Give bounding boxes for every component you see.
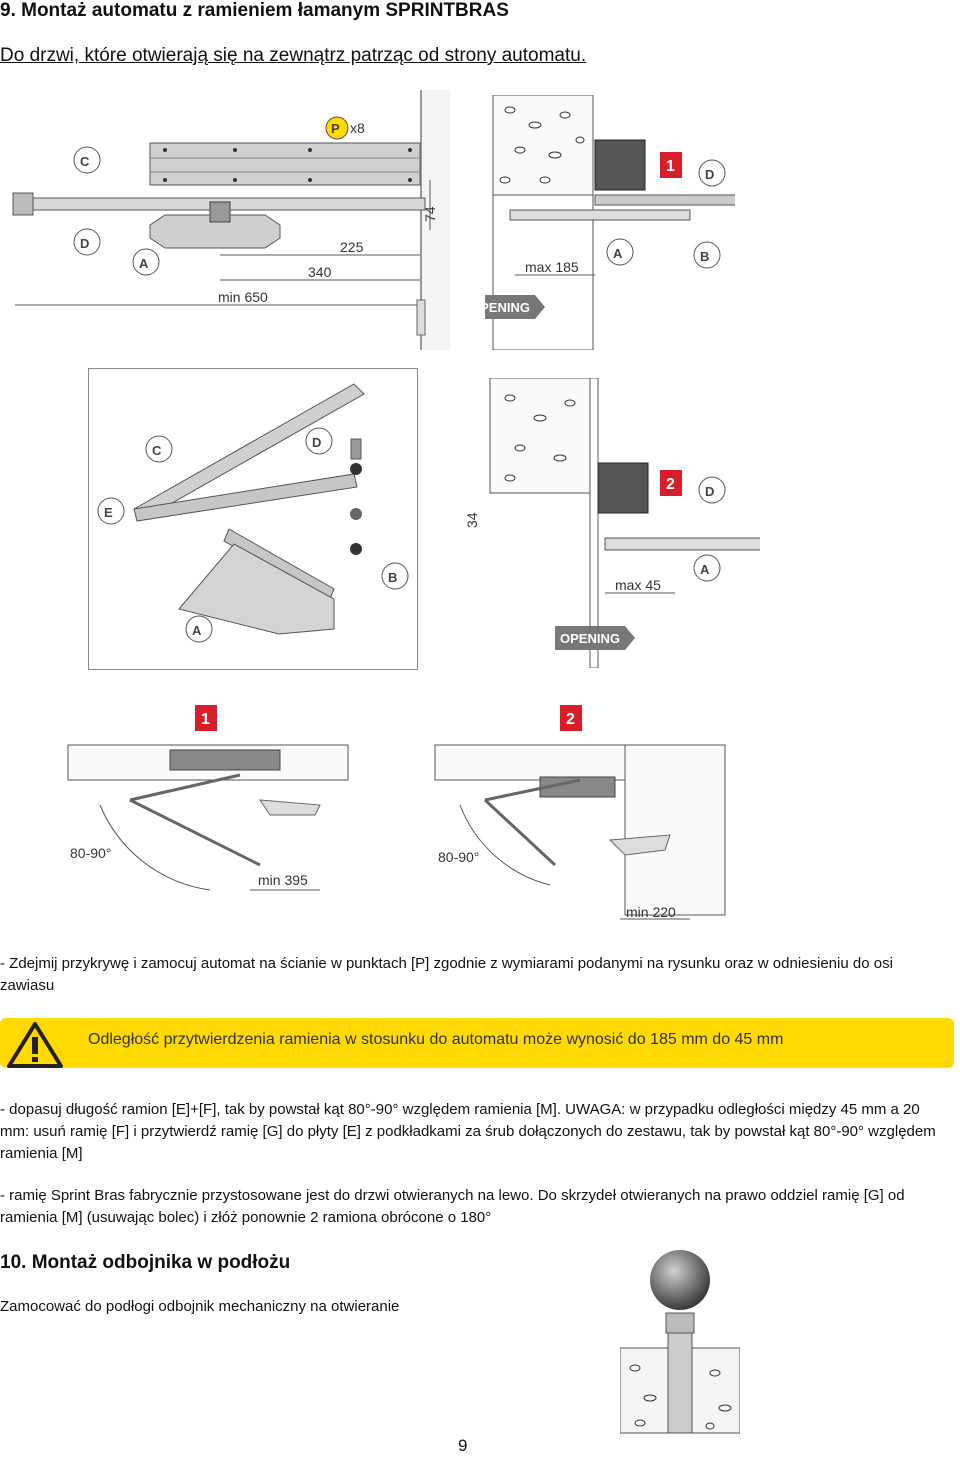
label-a: A xyxy=(139,256,149,271)
label-c: C xyxy=(80,154,90,169)
dim-225: 225 xyxy=(340,239,364,255)
label-c: C xyxy=(152,443,162,458)
dim-max185: max 185 xyxy=(525,259,579,275)
label-d: D xyxy=(312,435,321,450)
section-9-subtitle: Do drzwi, które otwierają się na zewnątr… xyxy=(0,45,587,66)
figure-door-stop xyxy=(620,1250,740,1434)
dim-min220: min 220 xyxy=(626,904,676,920)
warning-text: Odległość przytwierdzenia ramienia w sto… xyxy=(88,1031,784,1048)
instruction-paragraph-1: - Zdejmij przykrywę i zamocuj automat na… xyxy=(0,955,893,994)
label-b: B xyxy=(388,570,397,585)
label-a: A xyxy=(700,562,710,577)
badge-2: 2 xyxy=(666,476,675,493)
instruction-paragraph-2: - dopasuj długość ramion [E]+[F], tak by… xyxy=(0,1101,936,1162)
page-number: 9 xyxy=(458,1436,468,1455)
label-d: D xyxy=(705,167,714,182)
dim-min650: min 650 xyxy=(218,289,268,305)
dim-34: 34 xyxy=(449,194,450,210)
figure-exploded-view: C D E B A xyxy=(88,368,418,670)
label-p: P xyxy=(331,121,340,136)
label-a: A xyxy=(613,246,623,261)
label-d: D xyxy=(705,484,714,499)
badge-2: 2 xyxy=(566,711,575,728)
section-10-title: 10. Montaż odbojnika w podłożu xyxy=(0,1252,291,1273)
figure-mid-right: 2 D A 34 max 45 OPENING xyxy=(464,378,760,668)
dim-max45: max 45 xyxy=(615,577,661,593)
warning-banner xyxy=(0,1018,954,1068)
badge-1: 1 xyxy=(201,711,210,728)
opening-label: OPENING xyxy=(560,631,620,646)
section-10-text: Zamocować do podłogi odbojnik mechaniczn… xyxy=(0,1298,400,1315)
label-e: E xyxy=(104,505,113,520)
figure-top-right: 1 D A B max 185 OPENING xyxy=(485,95,735,350)
section-9-title: 9. Montaż automatu z ramieniem łamanym S… xyxy=(0,0,509,21)
label-a: A xyxy=(192,623,202,638)
label-b: B xyxy=(700,249,709,264)
dim-34: 34 xyxy=(464,512,480,528)
angle-80-90: 80-90° xyxy=(70,845,111,861)
angle-80-90: 80-90° xyxy=(438,849,479,865)
dim-340: 340 xyxy=(308,264,332,280)
label-px8: x8 xyxy=(350,120,365,136)
badge-1: 1 xyxy=(666,158,675,175)
opening-label: OPENING xyxy=(485,300,530,315)
instruction-paragraph-3: - ramię Sprint Bras fabrycznie przystoso… xyxy=(0,1187,905,1226)
dim-min395: min 395 xyxy=(258,872,308,888)
dim-74: 74 xyxy=(422,206,438,222)
figure-bottom-left: 1 80-90° min 395 xyxy=(67,705,349,891)
label-d: D xyxy=(80,236,89,251)
figure-bottom-right: 2 80-90° min 220 xyxy=(434,705,726,920)
figure-mounting-plate: C D A P x8 225 340 min 650 74 34 xyxy=(12,90,450,350)
warning-icon xyxy=(7,1022,63,1068)
